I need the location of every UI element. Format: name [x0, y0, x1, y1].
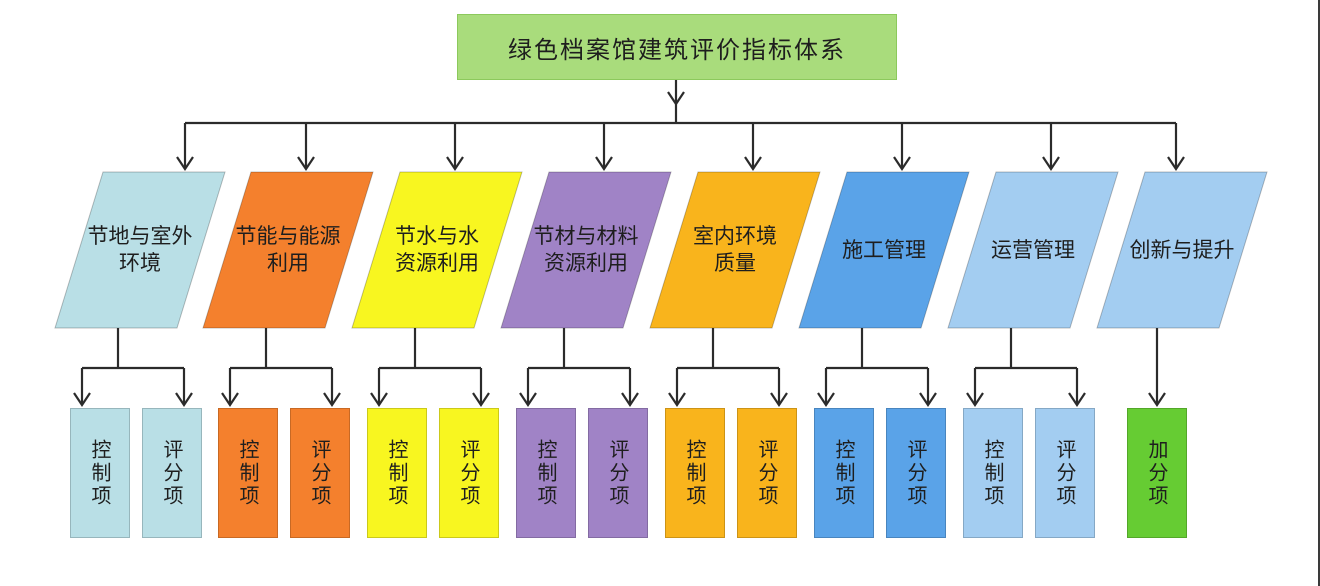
score-item-box: 评分项: [737, 408, 797, 538]
sub-connector-arrow: [817, 392, 835, 407]
category-connector-arrow: [1042, 156, 1060, 171]
sub-connector-arrow: [519, 392, 537, 407]
category-shape: [202, 171, 374, 329]
category-connector-arrow: [744, 156, 762, 171]
category-connector-arrow: [893, 156, 911, 171]
control-item-label: 控制项: [88, 438, 112, 508]
control-item-label: 控制项: [683, 438, 707, 508]
control-item-box: 控制项: [70, 408, 130, 538]
score-item-label: 评分项: [755, 438, 779, 508]
sub-connector-arrow: [175, 392, 193, 407]
score-item-box: 评分项: [439, 408, 499, 538]
control-item-label: 控制项: [236, 438, 260, 508]
sub-connector-arrow: [73, 392, 91, 407]
sub-connector-arrow: [621, 392, 639, 407]
bonus-item-box: 加分项: [1127, 408, 1187, 538]
score-item-label: 评分项: [904, 438, 928, 508]
control-item-label: 控制项: [534, 438, 558, 508]
score-item-box: 评分项: [290, 408, 350, 538]
sub-connector-arrow: [966, 392, 984, 407]
score-item-label: 评分项: [606, 438, 630, 508]
score-item-label: 评分项: [457, 438, 481, 508]
control-item-box: 控制项: [665, 408, 725, 538]
sub-connector-arrow: [919, 392, 937, 407]
category-shape: [947, 171, 1119, 329]
category-connector-arrow: [1167, 156, 1185, 171]
control-item-label: 控制项: [832, 438, 856, 508]
root-title-box: 绿色档案馆建筑评价指标体系: [457, 14, 897, 80]
control-item-label: 控制项: [385, 438, 409, 508]
category-connector-arrow: [595, 156, 613, 171]
sub-connector-arrow: [1148, 392, 1166, 407]
score-item-label: 评分项: [1053, 438, 1077, 508]
category-shape: [798, 171, 970, 329]
category-shape: [54, 171, 226, 329]
category-shape: [1096, 171, 1268, 329]
sub-connector-arrow: [370, 392, 388, 407]
root-connector-arrow: [667, 91, 685, 106]
bonus-item-label: 加分项: [1145, 438, 1169, 508]
control-item-box: 控制项: [218, 408, 278, 538]
category-connector-arrow: [176, 156, 194, 171]
sub-connector-arrow: [1068, 392, 1086, 407]
category-connector-arrow: [297, 156, 315, 171]
control-item-box: 控制项: [963, 408, 1023, 538]
score-item-box: 评分项: [1035, 408, 1095, 538]
control-item-box: 控制项: [516, 408, 576, 538]
control-item-box: 控制项: [814, 408, 874, 538]
score-item-label: 评分项: [308, 438, 332, 508]
sub-connector-arrow: [668, 392, 686, 407]
root-title: 绿色档案馆建筑评价指标体系: [508, 35, 846, 64]
sub-connector-arrow: [221, 392, 239, 407]
sub-connector-arrow: [472, 392, 490, 407]
control-item-box: 控制项: [367, 408, 427, 538]
score-item-box: 评分项: [142, 408, 202, 538]
score-item-label: 评分项: [160, 438, 184, 508]
category-connector-arrow: [446, 156, 464, 171]
control-item-label: 控制项: [981, 438, 1005, 508]
score-item-box: 评分项: [588, 408, 648, 538]
sub-connector-arrow: [323, 392, 341, 407]
category-shape: [649, 171, 821, 329]
category-shape: [500, 171, 672, 329]
category-shape: [351, 171, 523, 329]
score-item-box: 评分项: [886, 408, 946, 538]
right-edge-line: [1318, 0, 1320, 586]
sub-connector-arrow: [770, 392, 788, 407]
